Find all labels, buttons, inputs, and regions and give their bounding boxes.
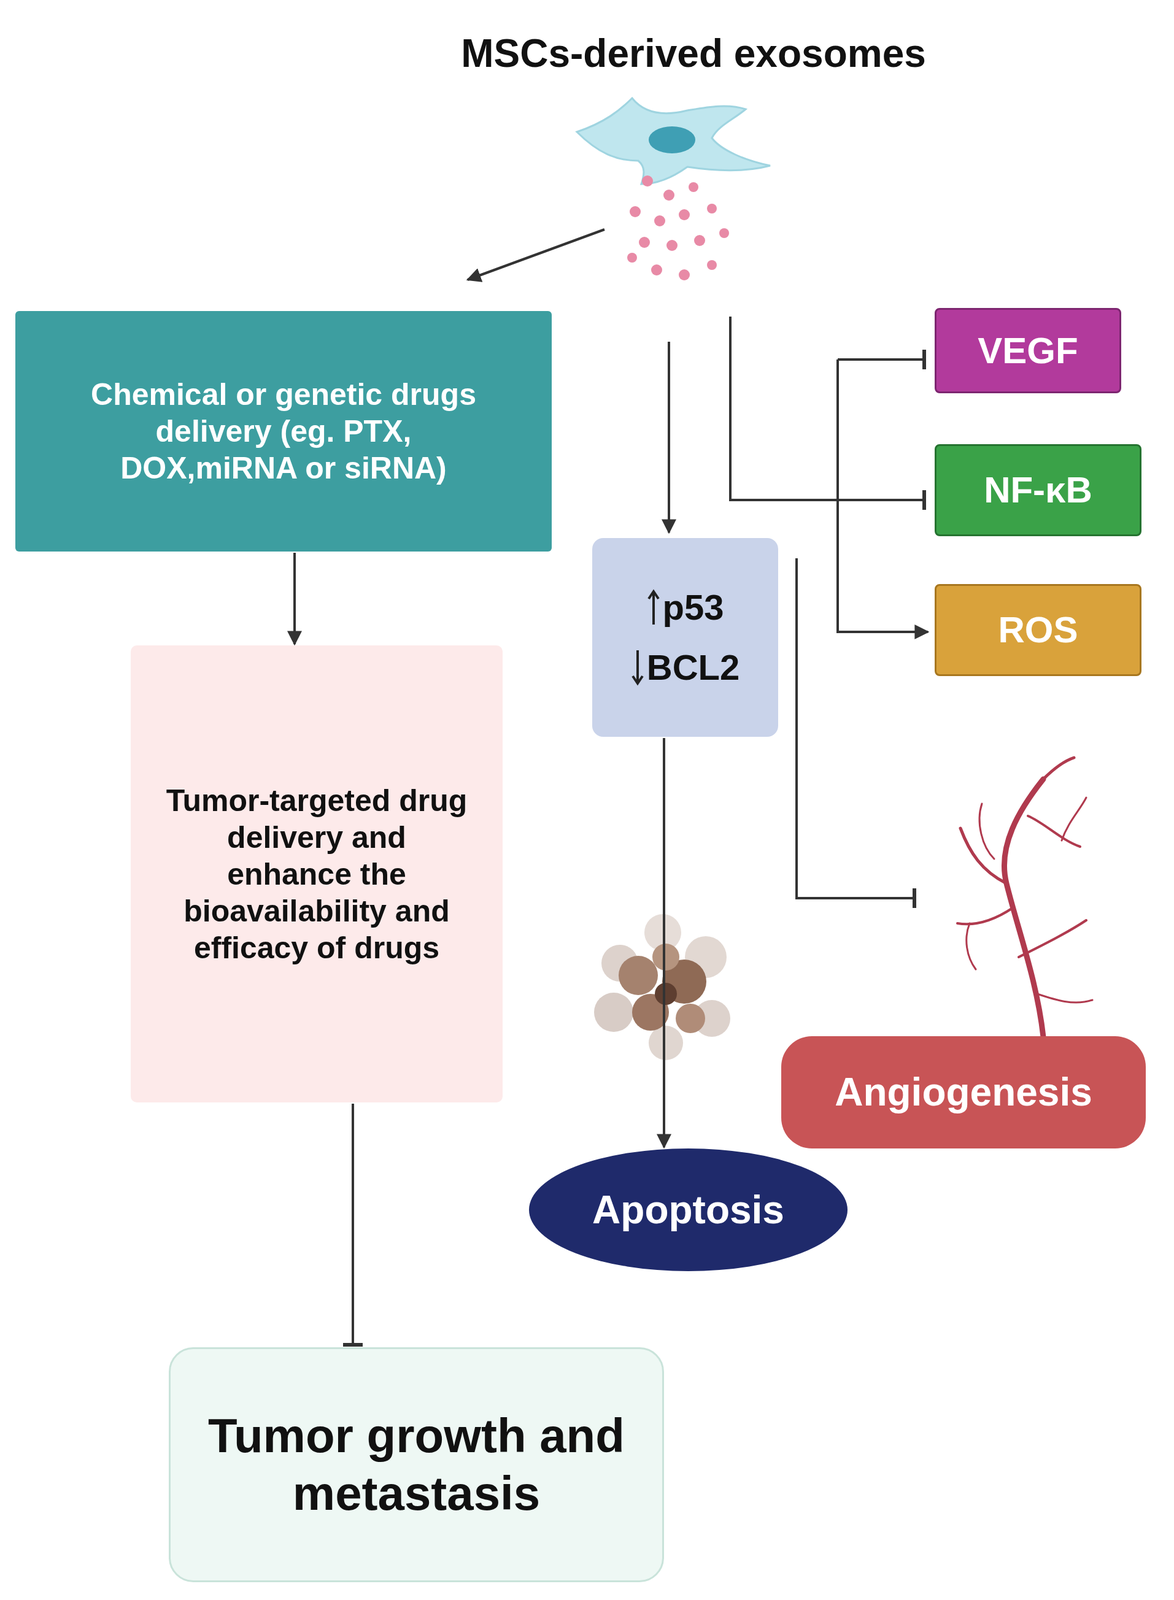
text-row: Tumor growth and metastasis: [201, 1407, 632, 1523]
text-row: NF-κB: [983, 468, 1093, 513]
diagram-title: MSCs-derived exosomes: [263, 30, 1124, 77]
text-row: p53: [646, 586, 725, 630]
node-text: Chemical or genetic drugs delivery (eg. …: [64, 376, 503, 487]
text-row: Apoptosis: [592, 1186, 785, 1235]
exosome-dots: [627, 175, 730, 281]
effect-label: Angiogenesis: [781, 1036, 1146, 1149]
apoptotic-cell: [594, 914, 731, 1061]
arrow-connector: [293, 552, 296, 645]
text-row: Angiogenesis: [834, 1069, 1093, 1117]
node-text: Apoptosis: [592, 1186, 785, 1235]
node-text: Angiogenesis: [834, 1069, 1093, 1117]
node-text: BCL2: [646, 646, 740, 690]
node-text: NF-κB: [983, 468, 1093, 513]
node-text: VEGF: [977, 328, 1078, 374]
node-text: Tumor-targeted drug delivery and enhance…: [161, 782, 472, 967]
result-box: Tumor-targeted drug delivery and enhance…: [130, 645, 503, 1103]
inhibition-line: [351, 1104, 355, 1346]
node-text: ROS: [997, 608, 1078, 653]
node-text: p53: [662, 586, 725, 630]
outcome-box: Tumor growth and metastasis: [168, 1347, 665, 1583]
blood-vessels: [957, 757, 1093, 1038]
process-box: Chemical or genetic drugs delivery (eg. …: [15, 311, 552, 552]
target-box: VEGF: [934, 308, 1122, 394]
target-box: ROS: [934, 584, 1142, 677]
effect-ellipse: Apoptosis: [529, 1148, 848, 1272]
text-row: Tumor-targeted drug delivery and enhance…: [161, 782, 472, 967]
target-box: NF-κB: [934, 444, 1142, 537]
text-row: VEGF: [977, 328, 1078, 374]
down-arrow: [630, 649, 645, 687]
text-row: ROS: [997, 608, 1078, 653]
marker-box: p53BCL2: [592, 538, 779, 738]
text-row: BCL2: [630, 646, 740, 690]
arrow-connector: [662, 738, 666, 1148]
up-arrow: [646, 589, 661, 626]
node-text: Tumor growth and metastasis: [201, 1407, 632, 1523]
text-row: Chemical or genetic drugs delivery (eg. …: [64, 376, 503, 487]
msc-cell: [576, 98, 771, 185]
